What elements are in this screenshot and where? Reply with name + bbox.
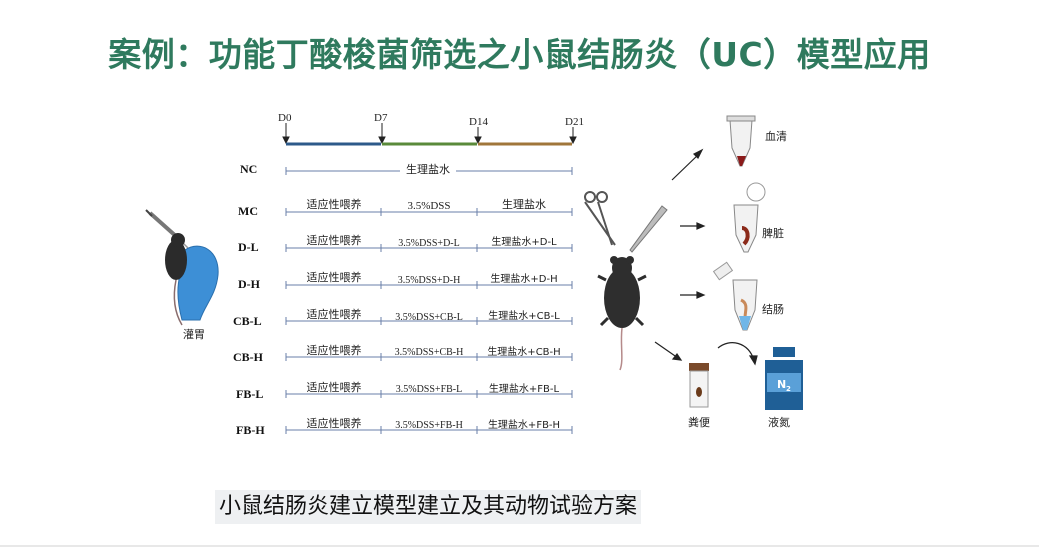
day-label-d0: D0 xyxy=(278,112,292,124)
tweezers-icon xyxy=(630,206,667,252)
phase2-label: 3.5%DSS+FB-H xyxy=(395,420,463,431)
phase3-label: 生理盐水+CB-L xyxy=(488,309,560,322)
group-name: NC xyxy=(240,162,257,176)
n2-subscript: 2 xyxy=(786,385,791,393)
phase1-label: 适应性喂养 xyxy=(307,233,362,247)
phase3-label: 生理盐水+FB-L xyxy=(489,382,560,395)
colon-tube-icon: 结肠 xyxy=(714,262,784,330)
group-row-fb-h: FB-H 适应性喂养 3.5%DSS+FB-H 生理盐水+FB-H xyxy=(236,416,572,437)
group-name: FB-H xyxy=(236,423,265,437)
group-name: MC xyxy=(238,204,258,218)
group-name: D-H xyxy=(238,277,261,291)
group-rows: NC 生理盐水 MC 适应性喂养 3.5%DSS 生理盐水 D-L 适应性喂养 … xyxy=(233,162,572,437)
gavage-illustration: 灌胃 xyxy=(146,210,218,341)
n2-label: N xyxy=(777,378,786,391)
phase1-label: 适应性喂养 xyxy=(307,416,362,430)
group-row-cb-h: CB-H 适应性喂养 3.5%DSS+CB-H 生理盐水+CB-H xyxy=(233,343,572,364)
group-row-cb-l: CB-L 适应性喂养 3.5%DSS+CB-L 生理盐水+CB-L xyxy=(233,307,572,328)
spleen-label: 脾脏 xyxy=(762,226,784,240)
phase2-label: 3.5%DSS+D-L xyxy=(398,238,459,249)
group-name: FB-L xyxy=(236,387,263,401)
phase1-label: 适应性喂养 xyxy=(307,307,362,321)
page-title: 案例：功能丁酸梭菌筛选之小鼠结肠炎（UC）模型应用 xyxy=(0,28,1039,76)
phase2-label: 3.5%DSS+CB-H xyxy=(395,347,464,358)
group-name: D-L xyxy=(238,240,259,254)
phase2-label: 3.5%DSS+FB-L xyxy=(396,384,462,395)
phase2-label: 3.5%DSS+CB-L xyxy=(395,312,463,323)
day-label-d14: D14 xyxy=(469,116,488,128)
phase1-label: 适应性喂养 xyxy=(307,380,362,394)
serum-label: 血清 xyxy=(765,129,787,143)
group-name: CB-H xyxy=(233,350,264,364)
liquid-nitrogen-tank-icon: N 2 液氮 xyxy=(765,347,803,429)
phase3-label: 生理盐水+FB-H xyxy=(488,418,560,431)
phase1-label: 适应性喂养 xyxy=(307,197,362,211)
day-label-d7: D7 xyxy=(374,112,388,124)
feces-label: 粪便 xyxy=(688,415,710,429)
group-row-d-h: D-H 适应性喂养 3.5%DSS+D-H 生理盐水+D-H xyxy=(238,270,572,291)
day-label-d21: D21 xyxy=(565,116,584,128)
single-phase-label: 生理盐水 xyxy=(406,162,450,176)
divider xyxy=(0,545,1039,547)
phase1-label: 适应性喂养 xyxy=(307,270,362,284)
group-row-fb-l: FB-L 适应性喂养 3.5%DSS+FB-L 生理盐水+FB-L xyxy=(236,380,572,401)
group-row-d-l: D-L 适应性喂养 3.5%DSS+D-L 生理盐水+D-L xyxy=(238,233,572,254)
timeline: D0 D7 D14 D21 xyxy=(278,112,584,144)
liquid-nitrogen-label: 液氮 xyxy=(768,415,790,429)
group-name: CB-L xyxy=(233,314,262,328)
mouse-icon xyxy=(598,256,646,370)
arrows xyxy=(655,150,757,364)
phase1-label: 适应性喂养 xyxy=(307,343,362,357)
phase2-label: 3.5%DSS xyxy=(407,200,450,212)
gavage-label: 灌胃 xyxy=(183,328,205,341)
group-row-mc: MC 适应性喂养 3.5%DSS 生理盐水 xyxy=(238,197,572,218)
phase3-label: 生理盐水+D-L xyxy=(491,235,557,248)
spleen-tube-icon: 脾脏 xyxy=(734,183,784,252)
experiment-diagram: D0 D7 D14 D21 NC 生理盐水 MC 适应性喂养 3.5% xyxy=(0,80,1039,550)
phase2-label: 3.5%DSS+D-H xyxy=(398,275,461,286)
colon-label: 结肠 xyxy=(762,303,784,316)
figure-caption: 小鼠结肠炎建立模型建立及其动物试验方案 xyxy=(215,490,641,524)
phase3-label: 生理盐水+D-H xyxy=(490,272,557,285)
scissors-icon xyxy=(585,192,615,245)
phase3-label: 生理盐水+CB-H xyxy=(487,345,560,358)
phase3-label: 生理盐水 xyxy=(502,197,546,211)
serum-tube-icon: 血清 xyxy=(727,116,787,166)
group-row-nc: NC 生理盐水 xyxy=(240,162,572,176)
feces-tube-icon: 粪便 xyxy=(688,363,710,429)
